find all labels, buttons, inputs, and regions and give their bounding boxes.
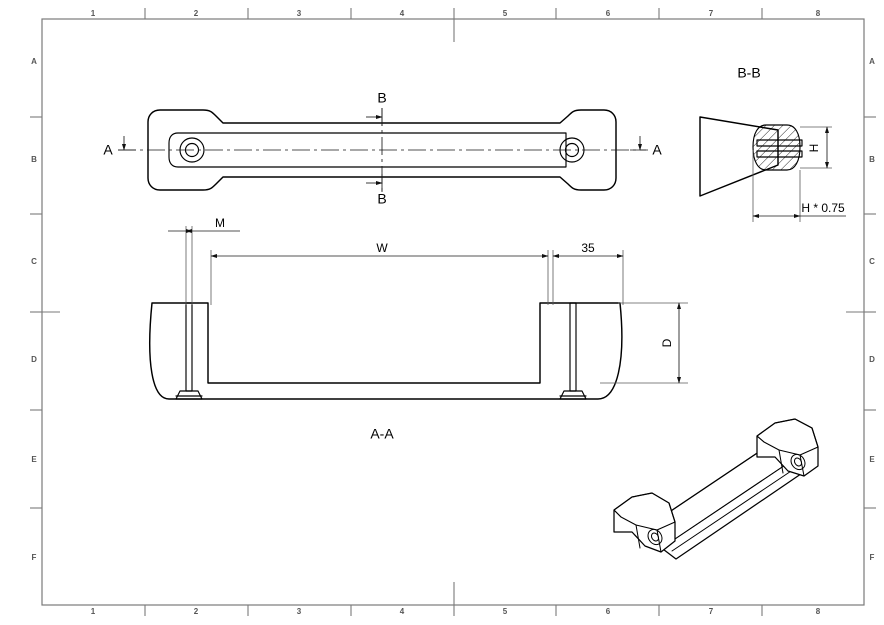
dim-w-label: W bbox=[376, 241, 388, 255]
zone-col-bottom-5: 5 bbox=[503, 607, 508, 616]
zone-row-right-d: D bbox=[869, 355, 875, 364]
iso-right-hole-outer bbox=[790, 453, 806, 471]
dim-m: M bbox=[168, 216, 240, 234]
zone-col-bottom-3: 3 bbox=[297, 607, 302, 616]
sheet-frame: 1 2 3 4 5 6 7 8 1 2 3 4 5 6 7 8 A B C D … bbox=[30, 8, 876, 616]
zone-row-right-b: B bbox=[869, 155, 875, 164]
section-mark-a-left: A bbox=[103, 136, 136, 158]
zone-row-right-f: F bbox=[870, 553, 875, 562]
zone-col-top-1: 1 bbox=[91, 9, 96, 18]
zone-row-left-d: D bbox=[31, 355, 37, 364]
frame-ticks-left bbox=[30, 116, 60, 509]
zone-col-top-2: 2 bbox=[194, 9, 199, 18]
iso-foot-right-corner-1 bbox=[778, 449, 784, 474]
zone-col-bottom-6: 6 bbox=[606, 607, 611, 616]
section-letter-b-bottom: B bbox=[377, 191, 386, 207]
zone-row-right-a: A bbox=[869, 57, 875, 66]
dim-d: D bbox=[660, 302, 682, 384]
iso-foot-right-corner-2 bbox=[799, 454, 805, 477]
zone-col-bottom-7: 7 bbox=[709, 607, 714, 616]
frame-ticks-bottom bbox=[144, 582, 763, 616]
frame-ticks-right bbox=[846, 116, 876, 509]
plan-view-grip-band bbox=[168, 132, 567, 168]
zone-col-top-7: 7 bbox=[709, 9, 714, 18]
dim-h075: H * 0.75 bbox=[752, 201, 846, 219]
frame-ticks-top bbox=[144, 8, 763, 42]
iso-foot-right-top bbox=[756, 418, 819, 456]
section-bb-title: B-B bbox=[737, 65, 760, 81]
dim-h075-label: H * 0.75 bbox=[801, 201, 845, 215]
zone-row-left-b: B bbox=[31, 155, 37, 164]
zone-col-top-6: 6 bbox=[606, 9, 611, 18]
iso-left-hole-outer bbox=[647, 528, 663, 546]
section-aa-outline bbox=[149, 302, 623, 400]
zone-col-top-5: 5 bbox=[503, 9, 508, 18]
zone-row-right-e: E bbox=[869, 455, 875, 464]
zone-row-left-e: E bbox=[31, 455, 37, 464]
section-mark-b-top: B bbox=[366, 90, 387, 126]
section-bb-view: B-B H H * 0.75 bbox=[699, 65, 846, 222]
iso-foot-left-corner-3 bbox=[613, 509, 622, 518]
section-aa-title: A-A bbox=[370, 426, 394, 442]
dim-35-label: 35 bbox=[581, 241, 595, 255]
section-letter-a-left: A bbox=[103, 142, 113, 158]
iso-foot-left bbox=[613, 492, 676, 553]
plan-view: A A B B bbox=[103, 90, 662, 207]
iso-foot-left-corner-1 bbox=[635, 524, 641, 549]
zone-row-left-c: C bbox=[31, 257, 37, 266]
section-aa-view: M W 35 D A-A bbox=[149, 216, 688, 442]
zone-row-left-f: F bbox=[32, 553, 37, 562]
section-letter-a-right: A bbox=[652, 142, 662, 158]
iso-right-hole-inner bbox=[793, 457, 803, 467]
dim-35: 35 bbox=[552, 241, 624, 259]
zone-col-bottom-8: 8 bbox=[816, 607, 821, 616]
zone-col-bottom-1: 1 bbox=[91, 607, 96, 616]
section-letter-b-top: B bbox=[377, 90, 386, 106]
section-bb-grip-outline bbox=[752, 124, 801, 171]
zone-col-top-8: 8 bbox=[816, 9, 821, 18]
iso-foot-left-top bbox=[613, 492, 676, 531]
zone-col-top-4: 4 bbox=[400, 9, 405, 18]
section-bb-rib-slot-upper bbox=[756, 139, 803, 147]
iso-left-hole-inner bbox=[650, 532, 660, 542]
dim-h-label: H bbox=[807, 144, 821, 153]
isometric-view bbox=[613, 418, 819, 560]
section-bb-hatch bbox=[753, 125, 800, 170]
zone-row-left-a: A bbox=[31, 57, 37, 66]
zone-row-right-c: C bbox=[869, 257, 875, 266]
dim-m-label: M bbox=[215, 216, 225, 230]
zone-col-bottom-2: 2 bbox=[194, 607, 199, 616]
zone-col-top-3: 3 bbox=[297, 9, 302, 18]
zone-col-bottom-4: 4 bbox=[400, 607, 405, 616]
dim-h: H bbox=[807, 126, 830, 169]
section-bb-rib-slot-lower bbox=[756, 150, 803, 158]
section-mark-b-bottom: B bbox=[366, 174, 387, 207]
section-mark-a-right: A bbox=[630, 136, 662, 158]
dim-w: W bbox=[210, 241, 549, 259]
iso-foot-right-corner-3 bbox=[756, 435, 765, 443]
dim-d-label: D bbox=[660, 338, 674, 347]
iso-foot-left-corner-2 bbox=[656, 529, 662, 553]
